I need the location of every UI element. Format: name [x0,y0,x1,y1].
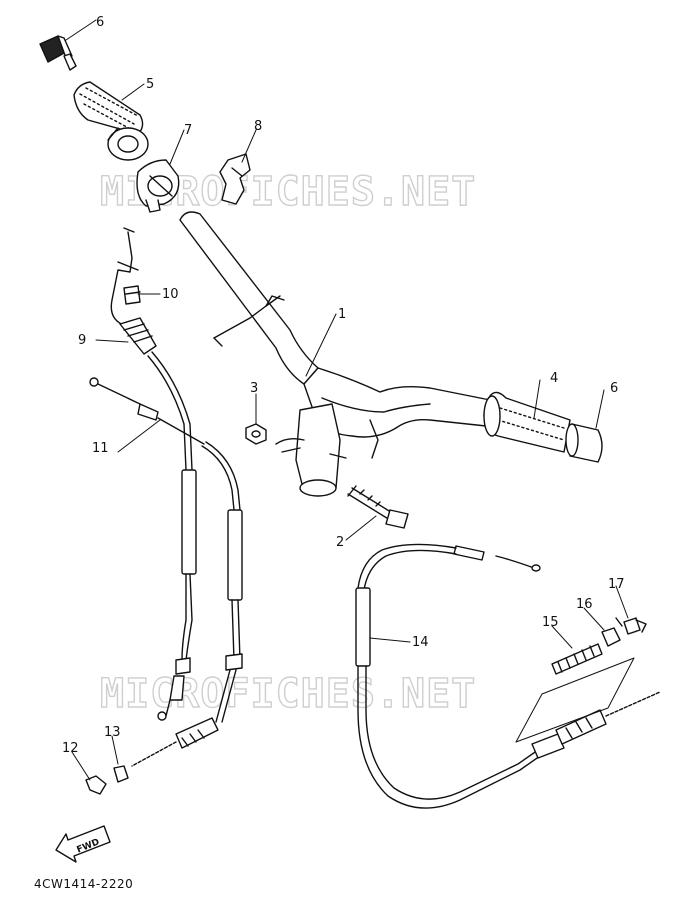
cable-boot [601,627,621,647]
right-grip [483,391,571,453]
callout-9: 9 [78,333,86,348]
callout-10: 10 [162,287,179,302]
handlebar [179,211,491,497]
callout-17: 17 [608,577,625,592]
callout-5: 5 [146,77,154,92]
callout-14: 14 [412,635,429,650]
callout-4: 4 [550,371,558,386]
long-control-cable [355,543,661,809]
cable-adjuster [123,285,141,305]
callout-7: 7 [184,123,192,138]
callout-1: 1 [338,307,346,322]
grip-end-cap-right [565,423,603,463]
fwd-arrow: FWD [55,825,111,863]
wing-nut [615,617,647,635]
handlebar-clamp-bracket [219,153,251,205]
assembly-plane [515,657,635,743]
callout-6a: 6 [96,15,104,30]
callout-numbers: 6 5 7 8 1 10 9 3 4 6 11 2 17 16 15 14 13… [62,15,625,756]
callout-16: 16 [576,597,593,612]
grip-end-cap-left [39,35,77,71]
bolt [347,485,409,529]
throttle-housing [136,159,180,213]
cable-clip-12 [85,775,107,795]
callout-2: 2 [336,535,344,550]
callout-13: 13 [104,725,121,740]
callout-11: 11 [92,441,109,456]
cable-clip-13 [113,765,129,783]
throttle-cable [110,227,197,721]
callout-12: 12 [62,741,79,756]
throttle-grip [73,81,149,161]
callout-8: 8 [254,119,262,134]
leader-lines [65,19,629,781]
callout-6b: 6 [610,381,618,396]
watermark-bottom: MICROFICHES.NET [100,671,476,717]
diagram-code: 4CW1414-2220 [34,877,133,891]
nut [245,423,267,445]
brake-cable [89,377,243,767]
spring [551,643,603,675]
callout-3: 3 [250,381,258,396]
callout-15: 15 [542,615,559,630]
